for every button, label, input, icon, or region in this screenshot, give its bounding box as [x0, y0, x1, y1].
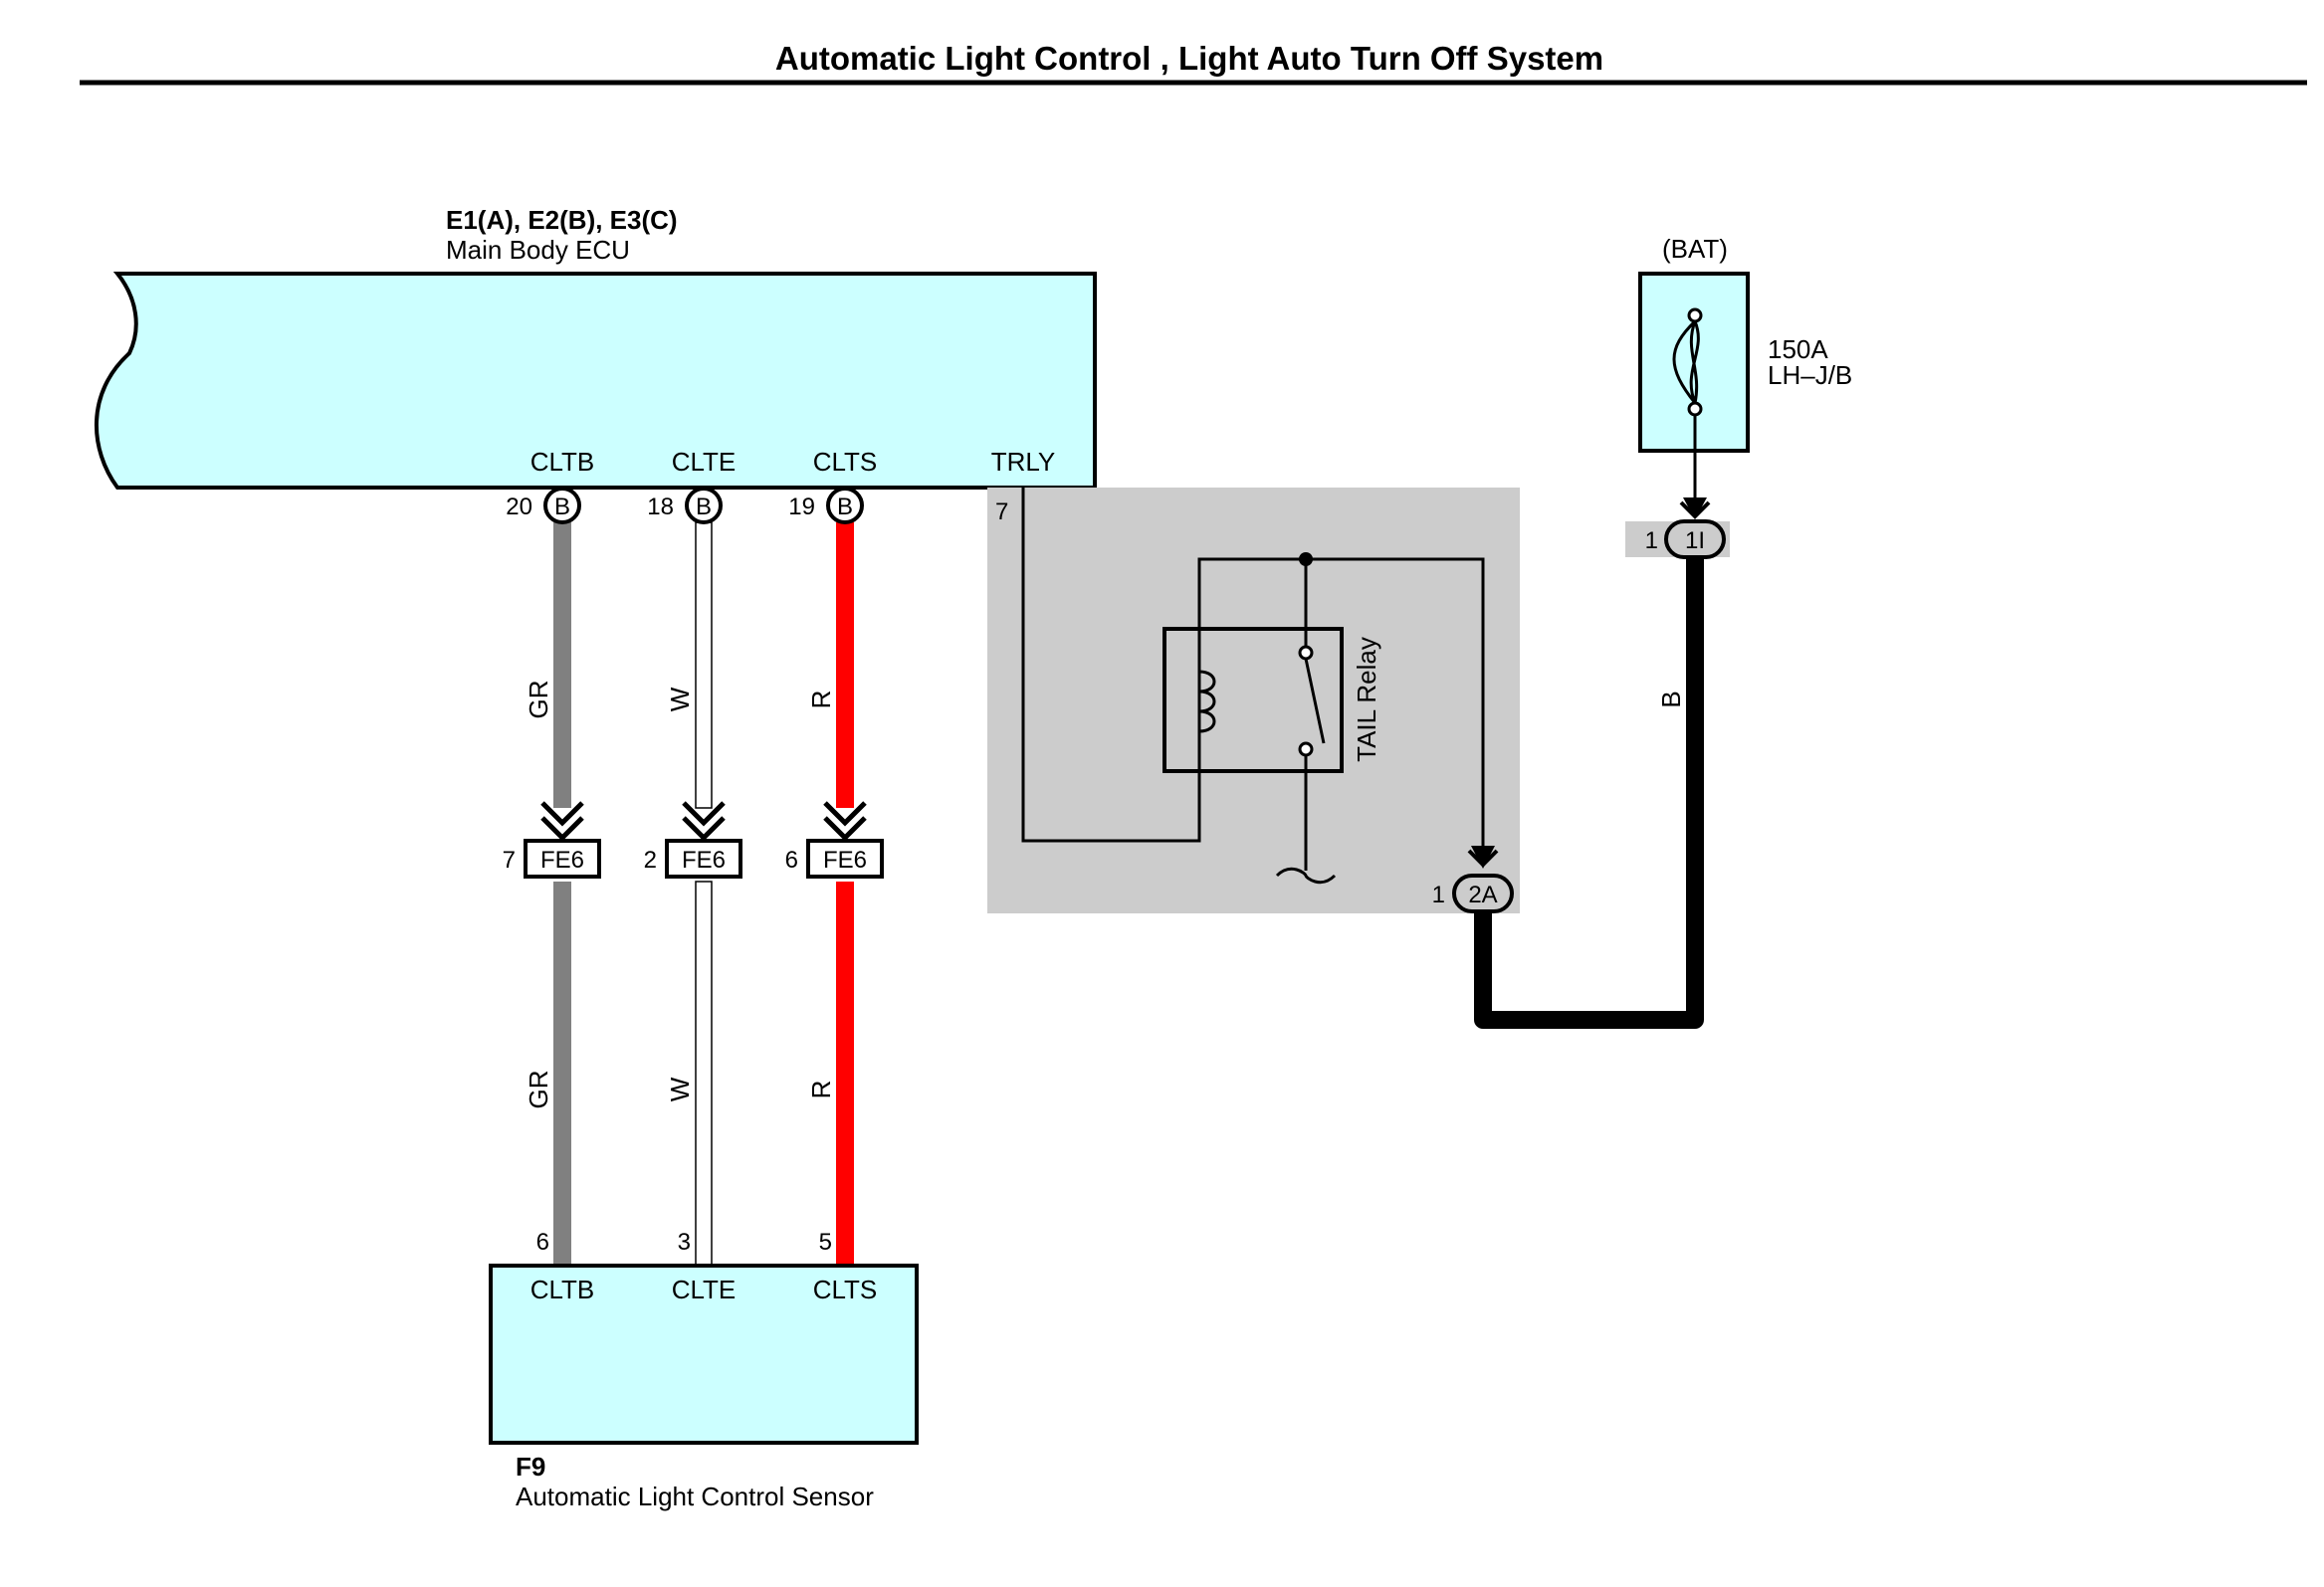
ecu-pin-clte-conn: B: [696, 494, 712, 520]
ecu-pin-clte-connector: [685, 487, 723, 524]
relay-housing: [1162, 627, 1344, 773]
relay-contact-top: [1298, 645, 1314, 661]
ecu-terminal-clte: CLTE: [672, 447, 737, 477]
relay-connector-id: 2A: [1468, 882, 1497, 908]
relay-connector-2a: [1452, 874, 1514, 913]
chevron-down-icon: [682, 801, 726, 842]
power-connector-pin: 1: [1645, 527, 1658, 554]
wire-w-lower: [695, 881, 713, 1267]
ecu-terminal-clts: CLTS: [813, 447, 878, 477]
diagram-title: Automatic Light Control , Light Auto Tur…: [775, 40, 1603, 77]
junction-connector-pin: 7: [503, 847, 516, 874]
fuse-location: LH–J/B: [1768, 360, 1852, 390]
fuse-icon: [1672, 319, 1700, 404]
wire-b-label: B: [1656, 691, 1686, 707]
relay-switch-arm: [1304, 658, 1326, 744]
sensor-terminal-clts: CLTS: [813, 1275, 878, 1304]
junction-connector-fe6-w: [665, 839, 742, 879]
ecu-terminal-trly: TRLY: [991, 447, 1056, 477]
wire-r-label-upper: R: [806, 691, 836, 709]
ecu-body: [94, 272, 1097, 490]
junction-connector-fe6-gr: [524, 839, 601, 879]
wire-gr-label-upper: GR: [524, 681, 553, 719]
power-connector-1i: [1664, 519, 1726, 559]
junction-connector-id: FE6: [823, 847, 867, 874]
ecu-pin-clte-num: 18: [647, 494, 674, 520]
junction-connector-id: FE6: [682, 847, 726, 874]
sensor-pin-clts: 5: [819, 1229, 832, 1256]
chevron-down-icon: [823, 801, 867, 842]
relay-connector-pin: 1: [1432, 882, 1445, 908]
fuse-terminal-bottom: [1687, 401, 1703, 417]
arrow-down-icon: [1683, 497, 1707, 519]
junction-connector-id: FE6: [540, 847, 584, 874]
sensor-terminal-clte: CLTE: [672, 1275, 737, 1304]
ecu-pin-clts-num: 19: [788, 494, 815, 520]
sensor-pin-cltb: 6: [536, 1229, 549, 1256]
wire-w-label-lower: W: [665, 1077, 695, 1101]
relay-contact-bottom: [1298, 741, 1314, 757]
ecu-name: Main Body ECU: [446, 235, 630, 265]
chevron-down-icon: [1679, 500, 1711, 519]
ecu-terminal-cltb: CLTB: [530, 447, 595, 477]
power-connector-id: 1I: [1685, 527, 1705, 554]
wire-b: [1474, 557, 1704, 1029]
wire-w-label-upper: W: [665, 687, 695, 711]
fuse-terminal-top: [1687, 307, 1703, 323]
fuse-rating: 150A: [1768, 334, 1828, 364]
ecu-pin-cltb-num: 20: [506, 494, 532, 520]
sensor-name: Automatic Light Control Sensor: [516, 1482, 874, 1511]
ecu-pin-cltb-connector: [543, 487, 581, 524]
junction-connector-pin: 6: [785, 847, 798, 874]
sensor-pin-clte: 3: [678, 1229, 691, 1256]
ecu-pin-trly-num: 7: [995, 498, 1008, 525]
chevron-down-icon: [1467, 849, 1499, 868]
relay-block: [987, 488, 1520, 913]
wire-continuation-icon: [1275, 867, 1337, 885]
wire-w-upper: [695, 521, 713, 809]
ecu-pin-cltb-conn: B: [554, 494, 570, 520]
ecu-pin-clts-connector: [826, 487, 864, 524]
relay-name: TAIL Relay: [1352, 637, 1381, 762]
sensor-id: F9: [516, 1452, 545, 1482]
ecu-pin-clts-conn: B: [837, 494, 853, 520]
arrow-down-icon: [1471, 846, 1495, 869]
wire-gr-label-lower: GR: [524, 1071, 553, 1109]
sensor-body: [489, 1264, 919, 1445]
relay-circuit-wire: [1021, 488, 1485, 846]
power-source: (BAT): [1662, 234, 1728, 264]
chevron-down-icon: [540, 801, 584, 842]
wire-r-label-lower: R: [806, 1081, 836, 1099]
sensor-terminal-cltb: CLTB: [530, 1275, 595, 1304]
relay-coil-icon: [1198, 670, 1216, 733]
ecu-id: E1(A), E2(B), E3(C): [446, 205, 678, 235]
junction-connector-pin: 2: [644, 847, 657, 874]
junction-connector-fe6-r: [806, 839, 884, 879]
